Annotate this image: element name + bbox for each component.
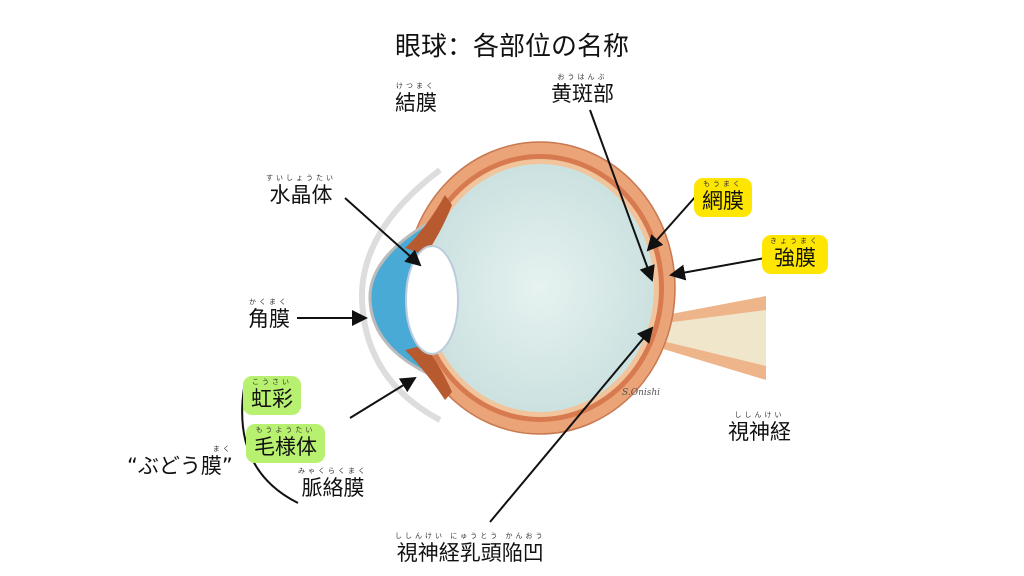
label-optic-cup: ししんけい にゅうとう かんおう視神経乳頭陥凹 [395, 532, 546, 565]
label-retina: もうまく網膜 [694, 178, 752, 217]
label-iris: こうさい虹彩 [243, 376, 301, 415]
optic-cup-pointer [489, 326, 654, 523]
page-title: 眼球：各部位の名称 [394, 32, 629, 62]
sclera-pointer [669, 257, 766, 281]
label-lens: すいしょうたい水晶体 [266, 174, 336, 207]
lens [405, 245, 459, 355]
artist-signature: S.Onishi [622, 388, 661, 398]
label-choroid: みゃくらくまく脈絡膜 [298, 467, 368, 500]
label-sclera: きょうまく強膜 [762, 235, 828, 274]
optic-nerve-core [650, 310, 766, 366]
lens-pointer [344, 197, 422, 267]
label-ciliary-body: もうようたい毛様体 [246, 424, 325, 463]
label-optic-nerve: ししんけい視神経 [728, 411, 791, 444]
label-cornea: かくまく角膜 [248, 298, 290, 331]
label-uvea: まく“ぶどう膜” [127, 445, 233, 478]
iris-lower [405, 345, 452, 400]
vitreous-body [426, 164, 654, 412]
iris-upper [405, 195, 452, 255]
retina-pointer [646, 195, 697, 252]
choroid-pointer [349, 376, 417, 419]
label-macula: おうはんぶ黄斑部 [551, 73, 614, 106]
label-conjunctiva: けつまく結膜 [395, 82, 437, 115]
macula-pointer [589, 109, 655, 282]
